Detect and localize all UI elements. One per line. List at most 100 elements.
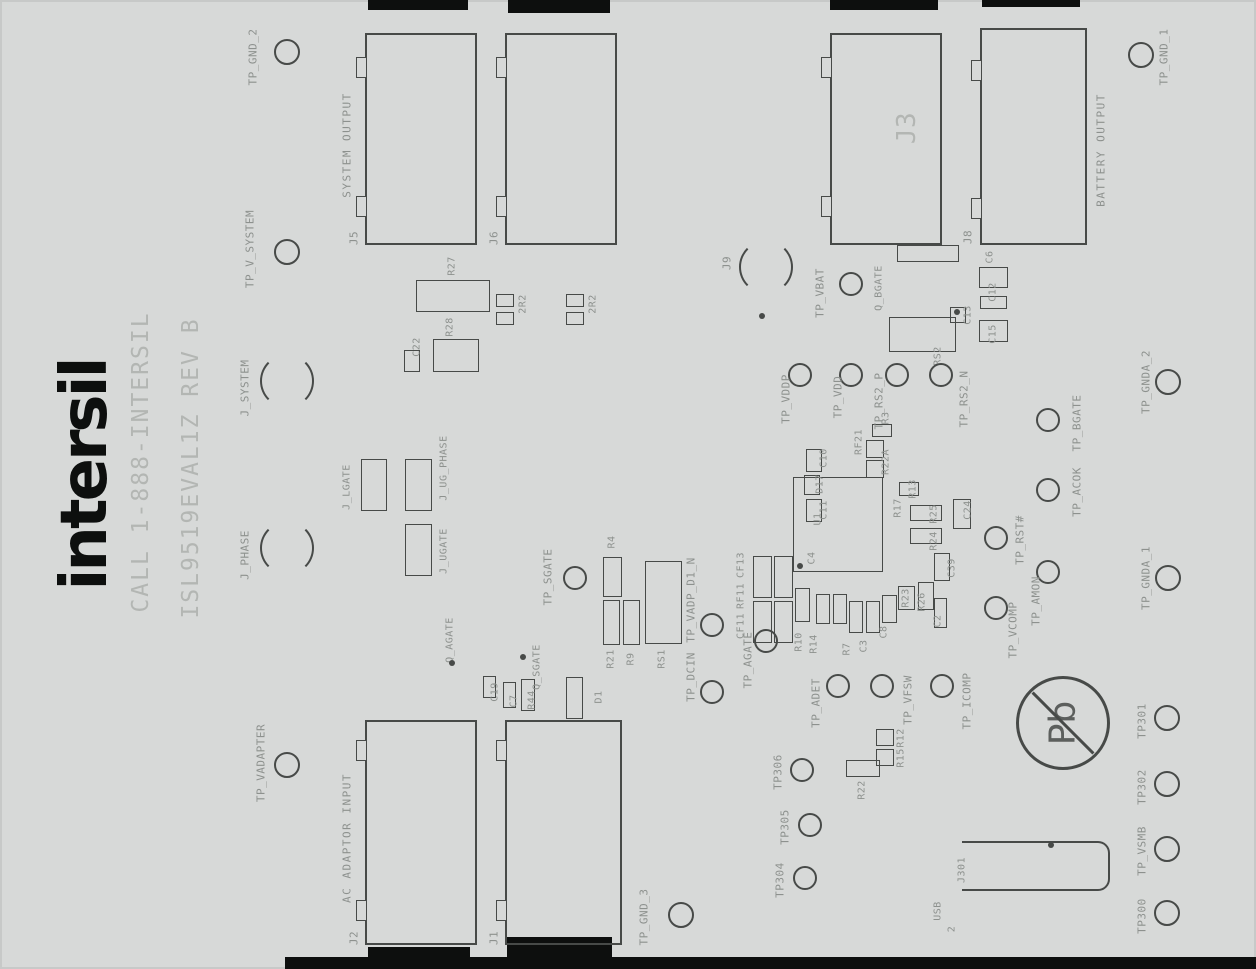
- edge-pad-tab-1: [508, 0, 610, 13]
- test-point-tp-vddp: [788, 363, 812, 387]
- part-label-cf13-37: CF13: [735, 551, 747, 579]
- connector-j2: [365, 720, 477, 945]
- part-label-c24-33: C24: [962, 500, 974, 520]
- lead-free-pb-icon: Pb: [1016, 676, 1110, 770]
- part-outline-36: [753, 556, 772, 598]
- connector-j6: [505, 33, 617, 245]
- connector-j5-key-0: [356, 57, 367, 78]
- connector-j3-key-1: [821, 196, 832, 217]
- part-label-r27-0: R27: [446, 256, 458, 276]
- test-point-tp-rst: [984, 526, 1008, 550]
- connector-j8: [980, 28, 1087, 245]
- section-title-battery-output: BATTERY OUTPUT: [1094, 93, 1108, 207]
- call-phone-text: CALL 1-888-INTERSIL: [128, 311, 154, 613]
- connector-j8-key-0: [971, 60, 982, 81]
- part-label-j301-52: J301: [956, 856, 968, 884]
- test-point-label-tp-gnd-1: TP_GND_1: [1157, 28, 1171, 86]
- part-label-rs1-13: RS1: [656, 649, 668, 669]
- part-outline-39: [774, 601, 793, 643]
- faded-label-j3: J3: [892, 111, 922, 145]
- test-point-tp-gnd-1: [1128, 42, 1154, 68]
- test-point-tp-bgate: [1036, 408, 1060, 432]
- part-label-r21-11: R21: [605, 649, 617, 669]
- test-point-label-tp-vadapter: TP_VADAPTER: [254, 723, 268, 803]
- connector-j8-key-1: [971, 198, 982, 219]
- part-outline-1: [496, 294, 514, 307]
- pad-dot-0: [449, 660, 455, 666]
- part-label-r7-46: R7: [841, 642, 853, 656]
- test-point-tp-rs2-p: [885, 363, 909, 387]
- connector-label-j5: J5: [347, 230, 361, 246]
- test-point-label-tp-gnd-3: TP_GND_3: [637, 888, 651, 946]
- jumper-label-j-system: J_SYSTEM: [238, 359, 252, 417]
- part-label-r4-10: R4: [606, 535, 618, 549]
- jumper-arc-j9: [739, 240, 793, 294]
- part-label-d1-17: D1: [593, 690, 605, 704]
- connector-j5-key-1: [356, 196, 367, 217]
- test-point-tp-agate: [754, 629, 778, 653]
- test-point-label-tp-vddp: TP_VDDP: [779, 374, 793, 424]
- part-outline-32: [953, 499, 971, 529]
- part-outline-6: [404, 350, 420, 372]
- test-point-label-tp-vsmb: TP_VSMB: [1135, 826, 1149, 876]
- part-outline-9: [405, 524, 432, 576]
- test-point-label-tp-agate: TP_AGATE: [741, 631, 755, 689]
- part-label-rf11-38: RF11: [735, 582, 747, 610]
- part-outline-31: [899, 482, 919, 496]
- part-outline-5: [433, 339, 479, 372]
- part-label-r44-16: R44: [526, 690, 538, 710]
- part-outline-49: [876, 729, 894, 746]
- jumper-label-j-phase: J_PHASE: [238, 530, 252, 580]
- connector-label-j6: J6: [487, 230, 501, 246]
- connector-j1: [505, 720, 622, 945]
- part-outline-34: [910, 528, 942, 544]
- part-outline-20: [980, 296, 1007, 309]
- part-outline-12: [623, 600, 640, 645]
- connector-j3: [830, 33, 942, 245]
- part-outline-4: [566, 312, 584, 325]
- part-outline-27: [806, 449, 822, 472]
- test-point-label-tp-vcomp: TP_VCOMP: [1006, 601, 1020, 659]
- test-point-label-tp-adet: TP_ADET: [809, 678, 823, 728]
- test-point-tp-vfsw: [870, 674, 894, 698]
- part-outline-17: [483, 676, 496, 698]
- connector-j2-key-0: [356, 740, 367, 761]
- test-point-tp-gnd-3: [668, 902, 694, 928]
- jumper-arc-j-phase: [260, 521, 314, 575]
- pad-dot-4: [797, 563, 803, 569]
- connector-j2-key-1: [356, 900, 367, 921]
- connector-label-j8: J8: [961, 229, 975, 245]
- part-outline-33: [910, 505, 942, 521]
- part-outline-14: [566, 677, 583, 719]
- test-point-label-tp-dcin: TP_DCIN: [684, 652, 698, 702]
- test-point-label-tp301: TP301: [1135, 703, 1149, 739]
- test-point-label-tp-icomp: TP_ICOMP: [960, 672, 974, 730]
- test-point-label-tp-rs2-p: TP_RS2_P: [872, 372, 886, 430]
- test-point-label-tp-gnda-2: TP_GNDA_2: [1139, 349, 1153, 415]
- part-label-c39-36: C39: [946, 558, 958, 578]
- part-label-r28-3: R28: [444, 317, 456, 337]
- part-label-q-agate-8: Q_AGATE: [444, 617, 456, 663]
- part-label-r25-34: R25: [928, 504, 940, 524]
- part-outline-13: [645, 561, 682, 644]
- part-label-q-bgate-18: Q_BGATE: [873, 265, 885, 311]
- part-outline-30: [793, 477, 883, 572]
- part-label-c19-14: C19: [489, 682, 501, 702]
- test-point-label-tp-gnd-2: TP_GND_2: [246, 28, 260, 86]
- part-outline-10: [603, 557, 622, 597]
- test-point-tp-icomp: [930, 674, 954, 698]
- test-point-tp-vadp-d1-n: [700, 613, 724, 637]
- test-point-tp304: [793, 866, 817, 890]
- part-outline-43: [849, 601, 863, 633]
- test-point-tp-vsmb: [1154, 836, 1180, 862]
- test-point-tp305: [798, 813, 822, 837]
- test-point-label-tp-gnda-1: TP_GNDA_1: [1139, 545, 1153, 611]
- test-point-label-tp305: TP305: [778, 809, 792, 845]
- part-label-c7-15: C7: [508, 694, 520, 708]
- part-outline-8: [405, 459, 432, 511]
- test-point-tp-gnda-2: [1155, 369, 1181, 395]
- part-outline-23: [889, 317, 956, 352]
- part-outline-0: [416, 280, 490, 312]
- part-outline-2: [496, 312, 514, 325]
- part-label-r17-32: R17: [892, 498, 904, 518]
